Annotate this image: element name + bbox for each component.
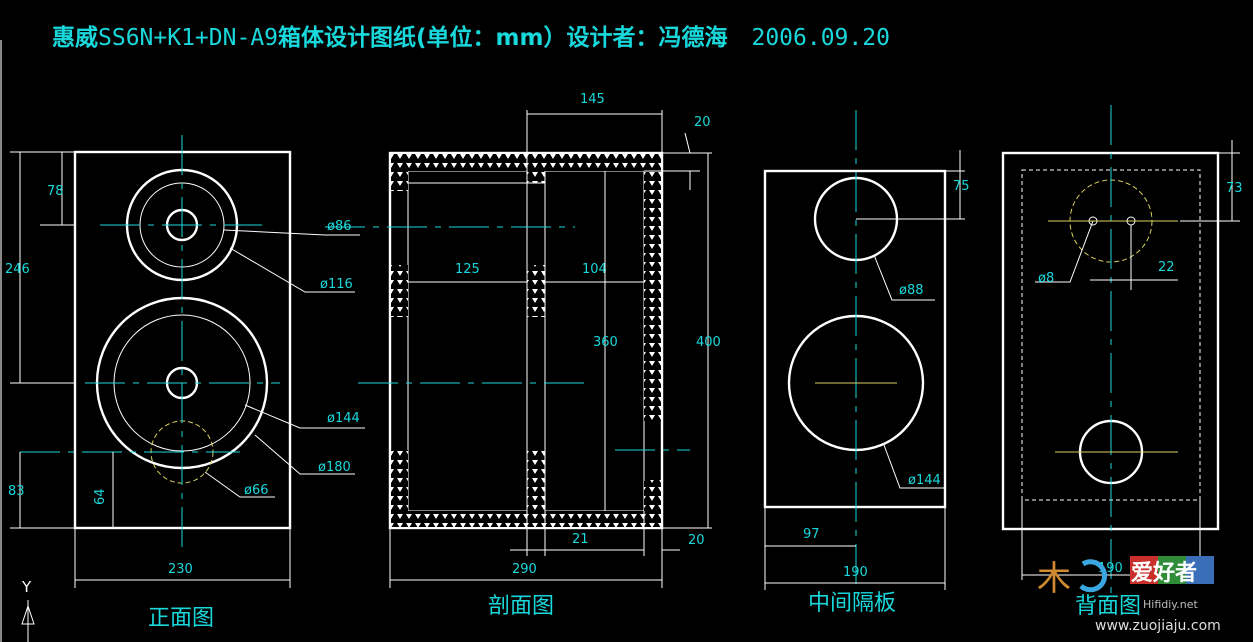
ucs-arrow	[21, 604, 35, 625]
section-outer	[388, 151, 664, 530]
leader-88	[873, 254, 935, 301]
view-label-section: 剖面图	[488, 594, 554, 619]
back-view: 73 ø8 22 190 背面图	[1001, 105, 1243, 619]
front-dim-d144: ø144	[327, 411, 360, 426]
front-dim-d180: ø180	[318, 460, 351, 475]
section-dim-360: 360	[593, 335, 618, 350]
view-label-front: 正面图	[148, 606, 214, 631]
left-wall-hatch-1	[391, 171, 408, 191]
watermark-swirl	[1079, 559, 1108, 593]
leader-86	[223, 229, 360, 236]
title-rest: 箱体设计图纸(单位：mm）设计者：冯德海	[278, 25, 728, 51]
front-dim-246: 246	[5, 262, 30, 277]
right-wall-hatch-2	[644, 480, 661, 511]
leader-144b	[883, 444, 945, 489]
section-dim-21: 21	[572, 532, 589, 547]
watermark-site-small: Hifidiy.net	[1143, 598, 1198, 611]
baffle-hatch-1	[527, 171, 545, 183]
section-dim-20-bottom: 20	[688, 533, 705, 548]
front-dim-d66: ø66	[244, 483, 269, 498]
top-wall-hatch	[391, 154, 661, 171]
middle-panel-view: 75 ø88 ø144 97 190 中间隔板	[763, 110, 970, 616]
watermark-site: www.zuojiaju.com	[1095, 618, 1221, 634]
leader-66	[204, 471, 275, 498]
middle-dim-d144: ø144	[908, 473, 941, 488]
left-wall-hatch-3	[391, 450, 408, 511]
back-dim-22: 22	[1158, 260, 1175, 275]
middle-dim-75: 75	[953, 179, 970, 194]
drawing-title: 惠威SS6N+K1+DN-A9箱体设计图纸(单位：mm）设计者：冯德海 2006.…	[52, 18, 890, 52]
watermark: 木 爱好者 Hifidiy.net www.zuojiaju.com	[1037, 556, 1221, 634]
front-dim-d116: ø116	[320, 277, 353, 292]
view-label-back: 背面图	[1075, 594, 1141, 619]
section-dim-290: 290	[512, 562, 537, 577]
watermark-logo: 爱好者	[1131, 560, 1197, 586]
front-dim-83: 83	[8, 484, 25, 499]
middle-dim-97: 97	[803, 527, 820, 542]
baffle-hatch-2	[527, 265, 545, 317]
front-dim-64: 64	[93, 488, 108, 505]
sec-20-leader	[684, 132, 691, 154]
section-dim-104: 104	[582, 262, 607, 277]
left-wall-hatch-2	[391, 265, 408, 317]
front-view: 78 246 83 64 230 ø86 ø116 ø144 ø180 ø66 …	[5, 135, 365, 631]
title-model: SS6N+K1+DN-A9	[98, 25, 279, 51]
leader-116	[229, 247, 355, 293]
ucs-icon: Y	[21, 578, 35, 642]
leader-180	[254, 434, 355, 475]
section-dim-125: 125	[455, 262, 480, 277]
title-brand: 惠威	[52, 25, 98, 51]
section-dim-400: 400	[696, 335, 721, 350]
title-date: 2006.09.20	[751, 25, 890, 51]
bottom-wall-hatch	[391, 511, 661, 527]
front-dim-78: 78	[47, 184, 64, 199]
back-dim-d8: ø8	[1038, 271, 1054, 286]
view-label-middle: 中间隔板	[808, 591, 896, 616]
leader-144	[244, 404, 365, 429]
front-dim-230: 230	[168, 562, 193, 577]
middle-dim-d88: ø88	[899, 283, 924, 298]
right-wall-hatch-1	[644, 171, 661, 421]
middle-panel	[763, 169, 947, 509]
leader-8	[1035, 220, 1094, 283]
watermark-wood-glyph: 木	[1037, 559, 1071, 599]
section-dim-20-top: 20	[694, 115, 711, 130]
section-dim-145: 145	[580, 92, 605, 107]
watermark-block-blue	[1186, 556, 1214, 584]
watermark-block-green	[1158, 556, 1186, 584]
watermark-block-red	[1130, 556, 1158, 584]
back-dim-73: 73	[1226, 181, 1243, 196]
ucs-y-label: Y	[21, 578, 32, 596]
section-view: 145 20 125 104 360 400 21 20 290	[325, 92, 721, 619]
baffle-hatch-3	[527, 450, 545, 511]
middle-dim-190: 190	[843, 565, 868, 580]
